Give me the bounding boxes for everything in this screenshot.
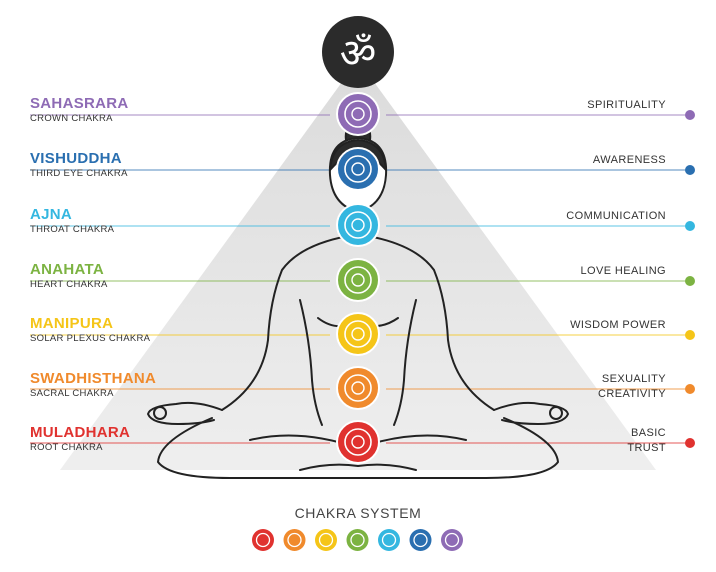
chakra-center (351, 162, 365, 176)
quality-text: AWARENESS (592, 154, 666, 166)
chakra-subtitle: HEART CHAKRA (30, 279, 108, 290)
small-chakra-icon (346, 529, 369, 551)
chakra-ring (344, 211, 372, 239)
small-chakra-ring (444, 532, 460, 548)
small-chakra-ring (255, 532, 271, 548)
right-end-dot (685, 276, 695, 286)
chakra-icon-row (252, 529, 463, 551)
chakra-ring (344, 320, 372, 348)
chakra-subtitle: SOLAR PLEXUS CHAKRA (30, 333, 151, 344)
quality-text: CREATIVITY (598, 388, 666, 400)
quality-communication: COMMUNICATION (476, 209, 666, 224)
small-chakra-ring (318, 532, 334, 548)
chakra-name: MANIPURA (30, 315, 114, 332)
small-chakra-ring (287, 532, 302, 548)
quality-awareness: AWARENESS (476, 153, 666, 168)
right-end-dot (685, 221, 695, 231)
chakra-center (351, 381, 365, 395)
chakra-circle (336, 92, 380, 136)
small-chakra-icon (409, 529, 432, 551)
chakra-circle (336, 420, 380, 464)
chakra-label-ajna: AJNA THROAT CHAKRA (30, 207, 230, 236)
quality-text: SEXUALITY (601, 373, 666, 385)
chakra-subtitle: ROOT CHAKRA (30, 442, 103, 453)
right-end-dot (685, 384, 695, 394)
quality-text: SPIRITUALITY (587, 99, 666, 111)
right-end-dot (685, 110, 695, 120)
small-chakra-ring (413, 532, 428, 548)
chakra-label-swadhisthana: SWADHISTHANA SACRAL CHAKRA (30, 371, 230, 400)
chakra-name: AJNA (30, 206, 73, 223)
om-symbol: ॐ (340, 31, 376, 77)
chakra-label-manipura: MANIPURA SOLAR PLEXUS CHAKRA (30, 316, 230, 345)
chakra-subtitle: THIRD EYE CHAKRA (30, 168, 128, 179)
quality-love-healing: LOVE HEALING (476, 264, 666, 279)
quality-text: BASIC (630, 427, 666, 439)
quality-basic-trust: BASIC TRUST (476, 426, 666, 456)
chakra-label-sahasrara: SAHASRARA CROWN CHAKRA (30, 96, 230, 125)
chakra-label-muladhara: MULADHARA ROOT CHAKRA (30, 425, 230, 454)
small-chakra-icon (441, 529, 463, 551)
small-chakra-ring (350, 532, 365, 548)
chakra-label-anahata: ANAHATA HEART CHAKRA (30, 262, 230, 291)
chakra-center (351, 327, 365, 341)
chakra-center (351, 107, 365, 121)
chakra-circle (336, 366, 380, 410)
small-chakra-icon (315, 529, 337, 551)
chakra-circle (336, 312, 380, 356)
quality-text: LOVE HEALING (580, 265, 666, 277)
chakra-name: SAHASRARA (30, 95, 129, 112)
chakra-subtitle: THROAT CHAKRA (30, 224, 115, 235)
connector-lines (30, 110, 695, 448)
chakra-ring (344, 100, 372, 128)
caption: CHAKRA SYSTEM (294, 505, 422, 521)
chakra-circle (336, 258, 380, 302)
chakra-ring (344, 155, 372, 183)
small-chakra-ring (381, 532, 397, 548)
chakra-name: ANAHATA (30, 261, 105, 278)
quality-wisdom-power: WISDOM POWER (476, 318, 666, 333)
chakra-center (351, 218, 365, 232)
chakra-ring (344, 374, 372, 402)
om-badge (322, 16, 394, 88)
chakra-center (351, 273, 365, 287)
right-end-dot (685, 330, 695, 340)
right-end-dot (685, 165, 695, 175)
quality-spirituality: SPIRITUALITY (476, 98, 666, 113)
chakra-name: MULADHARA (30, 424, 131, 441)
chakra-ring (344, 428, 372, 456)
chakra-circle (336, 203, 380, 247)
chakra-center (351, 435, 365, 449)
chakra-name: SWADHISTHANA (30, 370, 157, 387)
quality-sexuality-creativity: SEXUALITY CREATIVITY (476, 372, 666, 402)
chakra-circle (336, 147, 380, 191)
right-end-dot (685, 438, 695, 448)
quality-text: COMMUNICATION (566, 210, 666, 222)
chakra-ring (344, 266, 372, 294)
chakra-circles (336, 92, 380, 464)
chakra-name: VISHUDDHA (30, 150, 122, 167)
chakra-subtitle: CROWN CHAKRA (30, 113, 113, 124)
small-chakra-icon (252, 529, 274, 551)
quality-text: WISDOM POWER (570, 319, 666, 331)
small-chakra-icon (378, 529, 400, 551)
small-chakra-icon (283, 529, 306, 551)
chakra-label-vishuddha: VISHUDDHA THIRD EYE CHAKRA (30, 151, 230, 180)
quality-text: TRUST (627, 442, 666, 454)
chakra-subtitle: SACRAL CHAKRA (30, 388, 114, 399)
